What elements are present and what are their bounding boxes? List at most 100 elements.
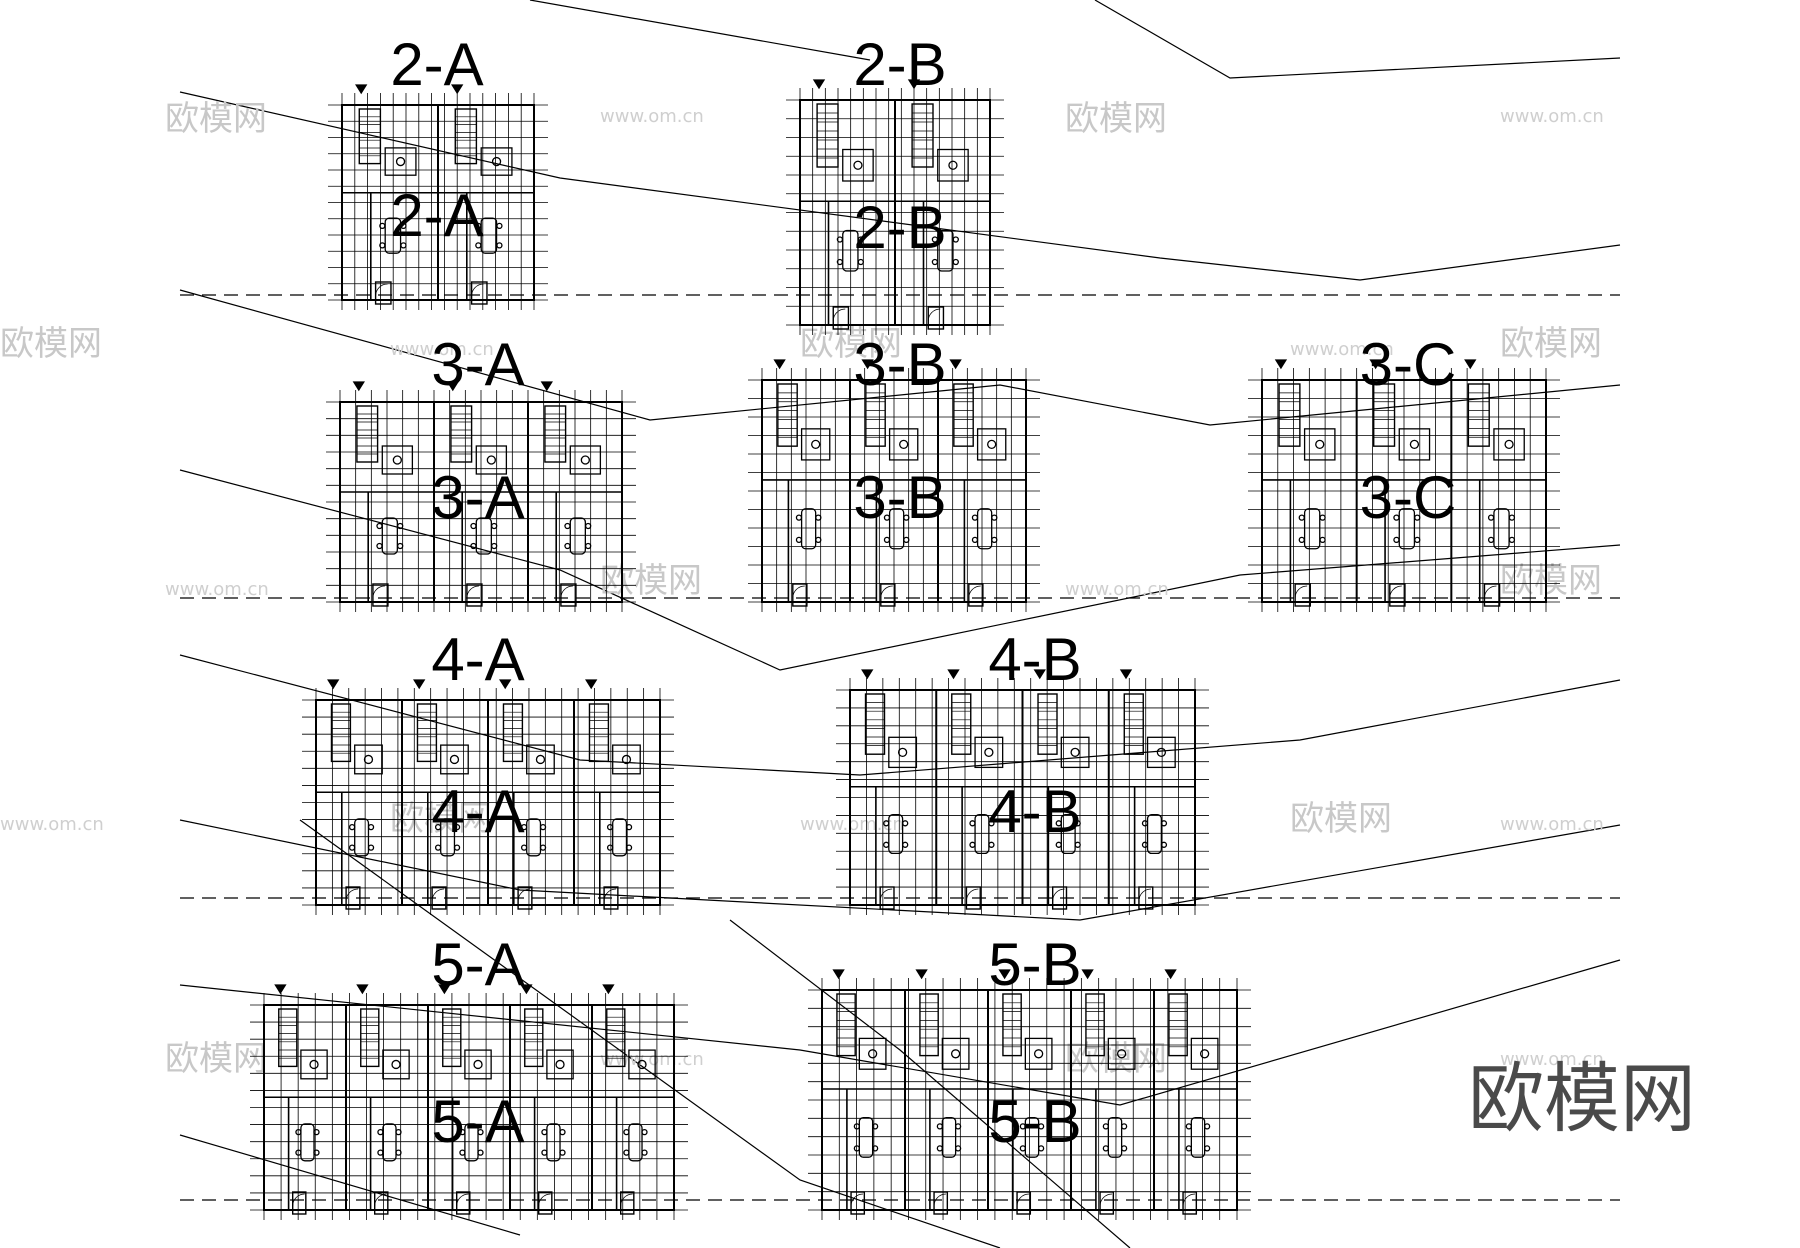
chair	[379, 222, 386, 230]
stair-block	[1037, 693, 1058, 755]
chair	[434, 823, 442, 831]
watermark-text: 欧模网	[165, 1039, 267, 1079]
contour-line	[179, 819, 1621, 921]
entry-arrow-icon	[1274, 359, 1288, 370]
door-swing	[927, 308, 941, 322]
entry-arrow-icon	[1464, 359, 1477, 370]
chair	[857, 258, 864, 266]
furniture-table	[987, 439, 997, 450]
chair	[931, 236, 939, 243]
plan-title-5-a: 5-A	[431, 931, 524, 998]
entry-arrow-icon	[1369, 359, 1382, 370]
chair	[459, 1128, 466, 1136]
stair-block	[358, 108, 382, 165]
chair	[295, 1149, 302, 1156]
room-box	[888, 428, 919, 461]
furniture-table	[1199, 1049, 1210, 1059]
floor-plan-3-b	[748, 359, 1040, 612]
furniture-table	[391, 1059, 401, 1070]
chair	[564, 522, 571, 530]
chair	[477, 1128, 484, 1136]
floor-plan-3-a	[326, 381, 636, 612]
chair	[606, 844, 614, 851]
entry-arrow-icon	[773, 359, 786, 370]
chair	[969, 841, 976, 848]
entry-arrow-icon	[1119, 669, 1133, 680]
chair	[625, 844, 633, 851]
door-swing	[1099, 1193, 1113, 1207]
furniture-table	[853, 160, 863, 170]
furniture-table	[1033, 1049, 1044, 1059]
plan-overlay-3-a: 3-A	[431, 464, 524, 531]
furniture-table	[1070, 747, 1080, 757]
dining-table	[546, 1123, 561, 1162]
stair-block	[1123, 693, 1144, 755]
chair	[853, 1123, 861, 1130]
room-box	[480, 147, 513, 176]
chair	[400, 242, 407, 249]
room-box	[526, 744, 555, 775]
furniture-table	[449, 754, 460, 765]
contour-line	[299, 819, 1001, 1248]
plan-overlay-2-b: 2-B	[853, 194, 946, 261]
entry-arrow-icon	[499, 679, 512, 690]
entry-arrow-icon	[1033, 669, 1046, 680]
floor-plan-4-a	[302, 679, 674, 915]
entry-arrow-icon	[446, 381, 459, 392]
dining-table	[888, 508, 905, 550]
dining-table	[464, 1123, 479, 1162]
entry-arrow-icon	[602, 984, 615, 995]
plan-overlay-3-b: 3-B	[853, 464, 946, 531]
chair	[559, 1149, 566, 1156]
dining-table	[475, 517, 492, 555]
chair	[857, 236, 864, 243]
stair-block	[1373, 383, 1396, 447]
chair	[954, 1145, 962, 1152]
room-box	[1060, 736, 1090, 769]
chair	[539, 844, 547, 851]
door-swing	[345, 888, 359, 902]
watermark-text: www.om.cn	[800, 814, 904, 835]
room-box	[440, 744, 469, 775]
chair	[1037, 1145, 1045, 1152]
chair	[991, 536, 998, 543]
floor-plan-4-b	[836, 669, 1209, 915]
chair	[453, 823, 461, 831]
chair	[376, 542, 383, 550]
dining-table	[569, 517, 586, 555]
chair	[585, 522, 592, 530]
dining-table	[1398, 508, 1416, 550]
chair	[541, 1128, 548, 1136]
watermark-text: www.om.cn	[600, 1049, 704, 1070]
entry-arrow-icon	[1081, 969, 1094, 980]
furniture-table	[580, 455, 590, 465]
chair	[477, 1149, 484, 1156]
chair	[400, 222, 407, 230]
chair	[641, 1128, 648, 1136]
chair	[1160, 820, 1168, 827]
watermark-text: www.om.cn	[1500, 106, 1604, 127]
site-dashed-lines	[180, 294, 1620, 1201]
dining-table	[1060, 814, 1076, 855]
chair	[815, 536, 822, 543]
plan-title-3-b: 3-B	[853, 331, 946, 398]
entry-arrow-icon	[949, 359, 962, 370]
chair	[496, 222, 503, 230]
plan-title-5-b: 5-B	[988, 931, 1081, 998]
dining-table	[1107, 1116, 1123, 1158]
chair	[453, 844, 461, 851]
dining-table	[354, 818, 370, 857]
stair-block	[360, 1008, 380, 1068]
chair	[883, 536, 891, 543]
stair-block	[919, 993, 939, 1057]
stair-block	[777, 383, 798, 447]
chair	[1203, 1145, 1211, 1152]
stair-block	[1002, 993, 1022, 1057]
watermark-text: 欧模网	[165, 99, 267, 139]
chair	[952, 236, 959, 243]
room-box	[1398, 428, 1431, 461]
entry-arrow-icon	[1164, 969, 1177, 980]
stair-block	[953, 383, 974, 447]
door-swing	[880, 585, 893, 599]
